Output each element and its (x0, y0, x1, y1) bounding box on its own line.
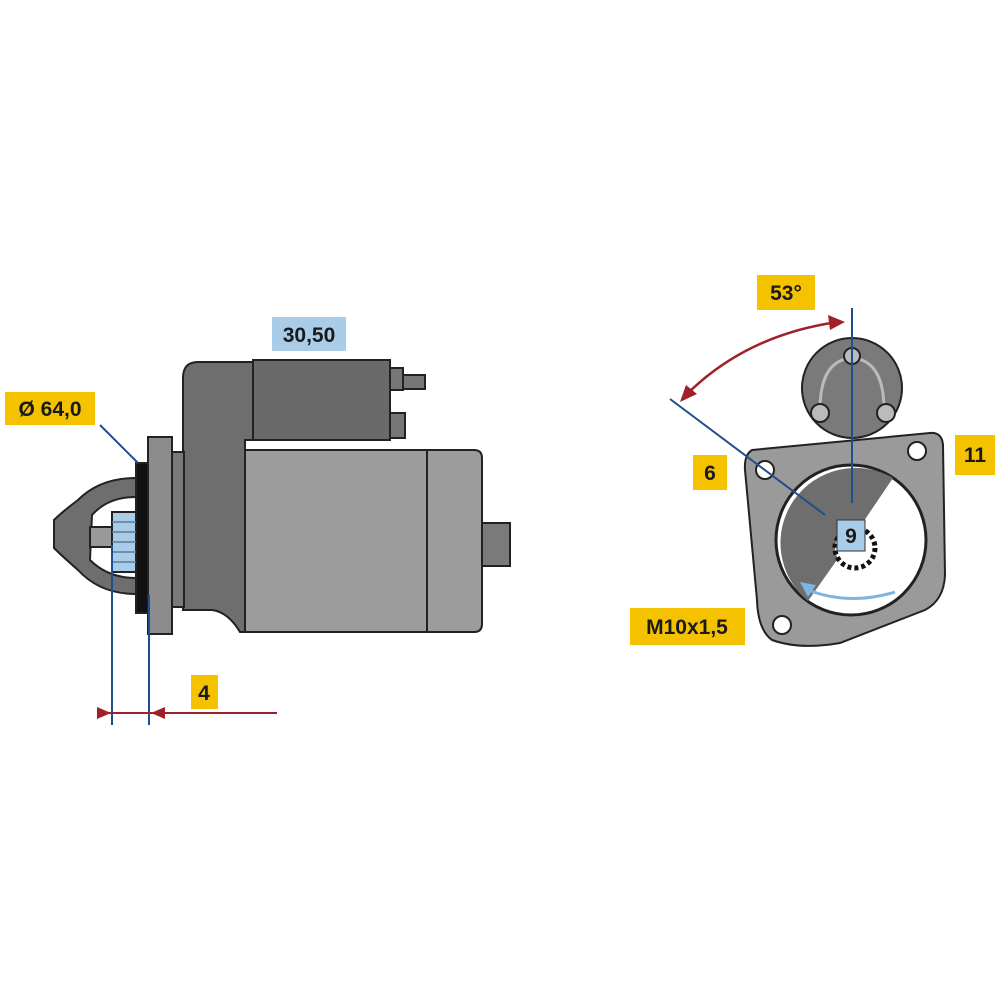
solenoid (252, 359, 391, 441)
arrow-head-right (151, 707, 165, 719)
angle-axis-line (669, 398, 826, 516)
terminal-text: 30,50 (283, 324, 336, 347)
side-view (53, 359, 511, 635)
front-dimensions (669, 308, 896, 600)
angle-arc (683, 320, 839, 398)
hole-right[interactable] (907, 441, 927, 461)
label-thread: M10x1,5 (630, 608, 745, 645)
solenoid-stud (402, 374, 426, 390)
hole-bottom[interactable] (772, 615, 792, 635)
label-hole-right: 11 (955, 435, 995, 475)
mounting-flange (147, 436, 173, 635)
angle-arrow-start (680, 385, 697, 402)
rotation-arrow (807, 588, 896, 600)
side-dimensions (97, 424, 277, 725)
offset-text: 4 (198, 682, 210, 705)
solenoid-terminal-top (389, 367, 404, 391)
hole-left-text: 6 (704, 462, 716, 485)
pinion-teeth-text: 9 (845, 525, 857, 548)
angle-arrow-end (828, 315, 845, 330)
label-diameter: Ø 64,0 (5, 392, 95, 425)
label-angle: 53° (757, 275, 815, 310)
label-hole-left: 6 (693, 455, 727, 490)
rear-shaft (481, 522, 511, 567)
motor-body (244, 449, 483, 633)
arrow-head-left (97, 707, 111, 719)
label-pinion-teeth: 9 (836, 519, 866, 552)
angle-text: 53° (770, 282, 802, 305)
label-offset: 4 (191, 675, 218, 709)
thread-text: M10x1,5 (646, 616, 728, 639)
gasket (135, 462, 149, 614)
diameter-text: Ø 64,0 (18, 398, 81, 421)
solenoid-terminal-bottom (389, 412, 406, 439)
pinion-shaft (89, 526, 115, 548)
hole-right-text: 11 (964, 444, 987, 467)
label-terminal: 30,50 (272, 317, 346, 351)
flange-collar (171, 451, 185, 608)
diameter-leader (99, 424, 139, 464)
